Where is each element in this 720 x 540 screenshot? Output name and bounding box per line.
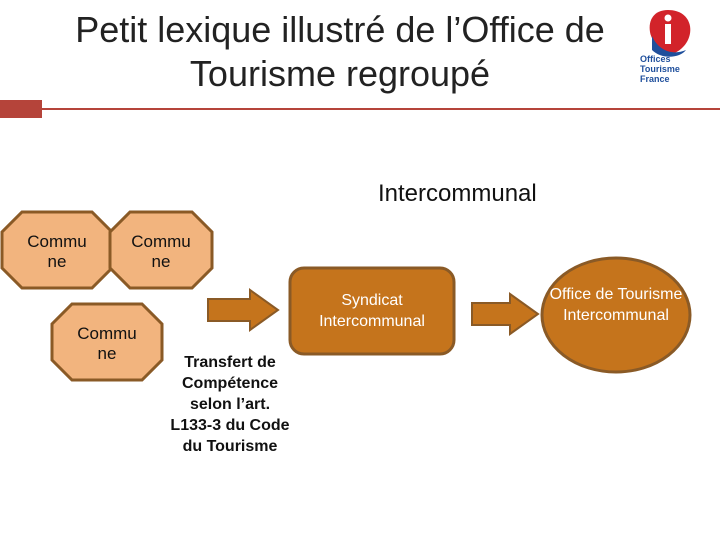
logo-line: Offices — [640, 54, 671, 64]
logo-text: Offices Tourisme France — [640, 54, 698, 84]
offices-de-tourisme-logo — [649, 10, 691, 57]
transfer-text: Transfert de Compétence selon l’art. L13… — [170, 354, 290, 455]
syndicat-label: Syndicat Intercommunal — [319, 292, 425, 330]
logo-line: Tourisme — [640, 64, 680, 74]
arrow-right-icon — [207, 288, 280, 332]
syndicat-box — [288, 266, 456, 356]
commune-label-1: Commu ne — [27, 232, 87, 271]
commune-label-2: Commu ne — [131, 232, 191, 271]
commune-hexagon-2 — [108, 210, 214, 290]
accent-bar — [0, 100, 42, 118]
commune-hexagon-1 — [0, 210, 114, 290]
accent-line — [42, 108, 720, 110]
arrow-right-icon — [471, 292, 540, 336]
intercommunal-heading: Intercommunal — [378, 180, 537, 207]
logo-line: France — [640, 74, 670, 84]
slide-title: Petit lexique illustré de l’Office de To… — [75, 9, 605, 94]
office-circle — [540, 256, 692, 374]
commune-label-3: Commu ne — [77, 324, 137, 363]
commune-hexagon-3 — [50, 302, 164, 382]
office-label: Office de Tourisme Intercommunal — [549, 286, 683, 324]
